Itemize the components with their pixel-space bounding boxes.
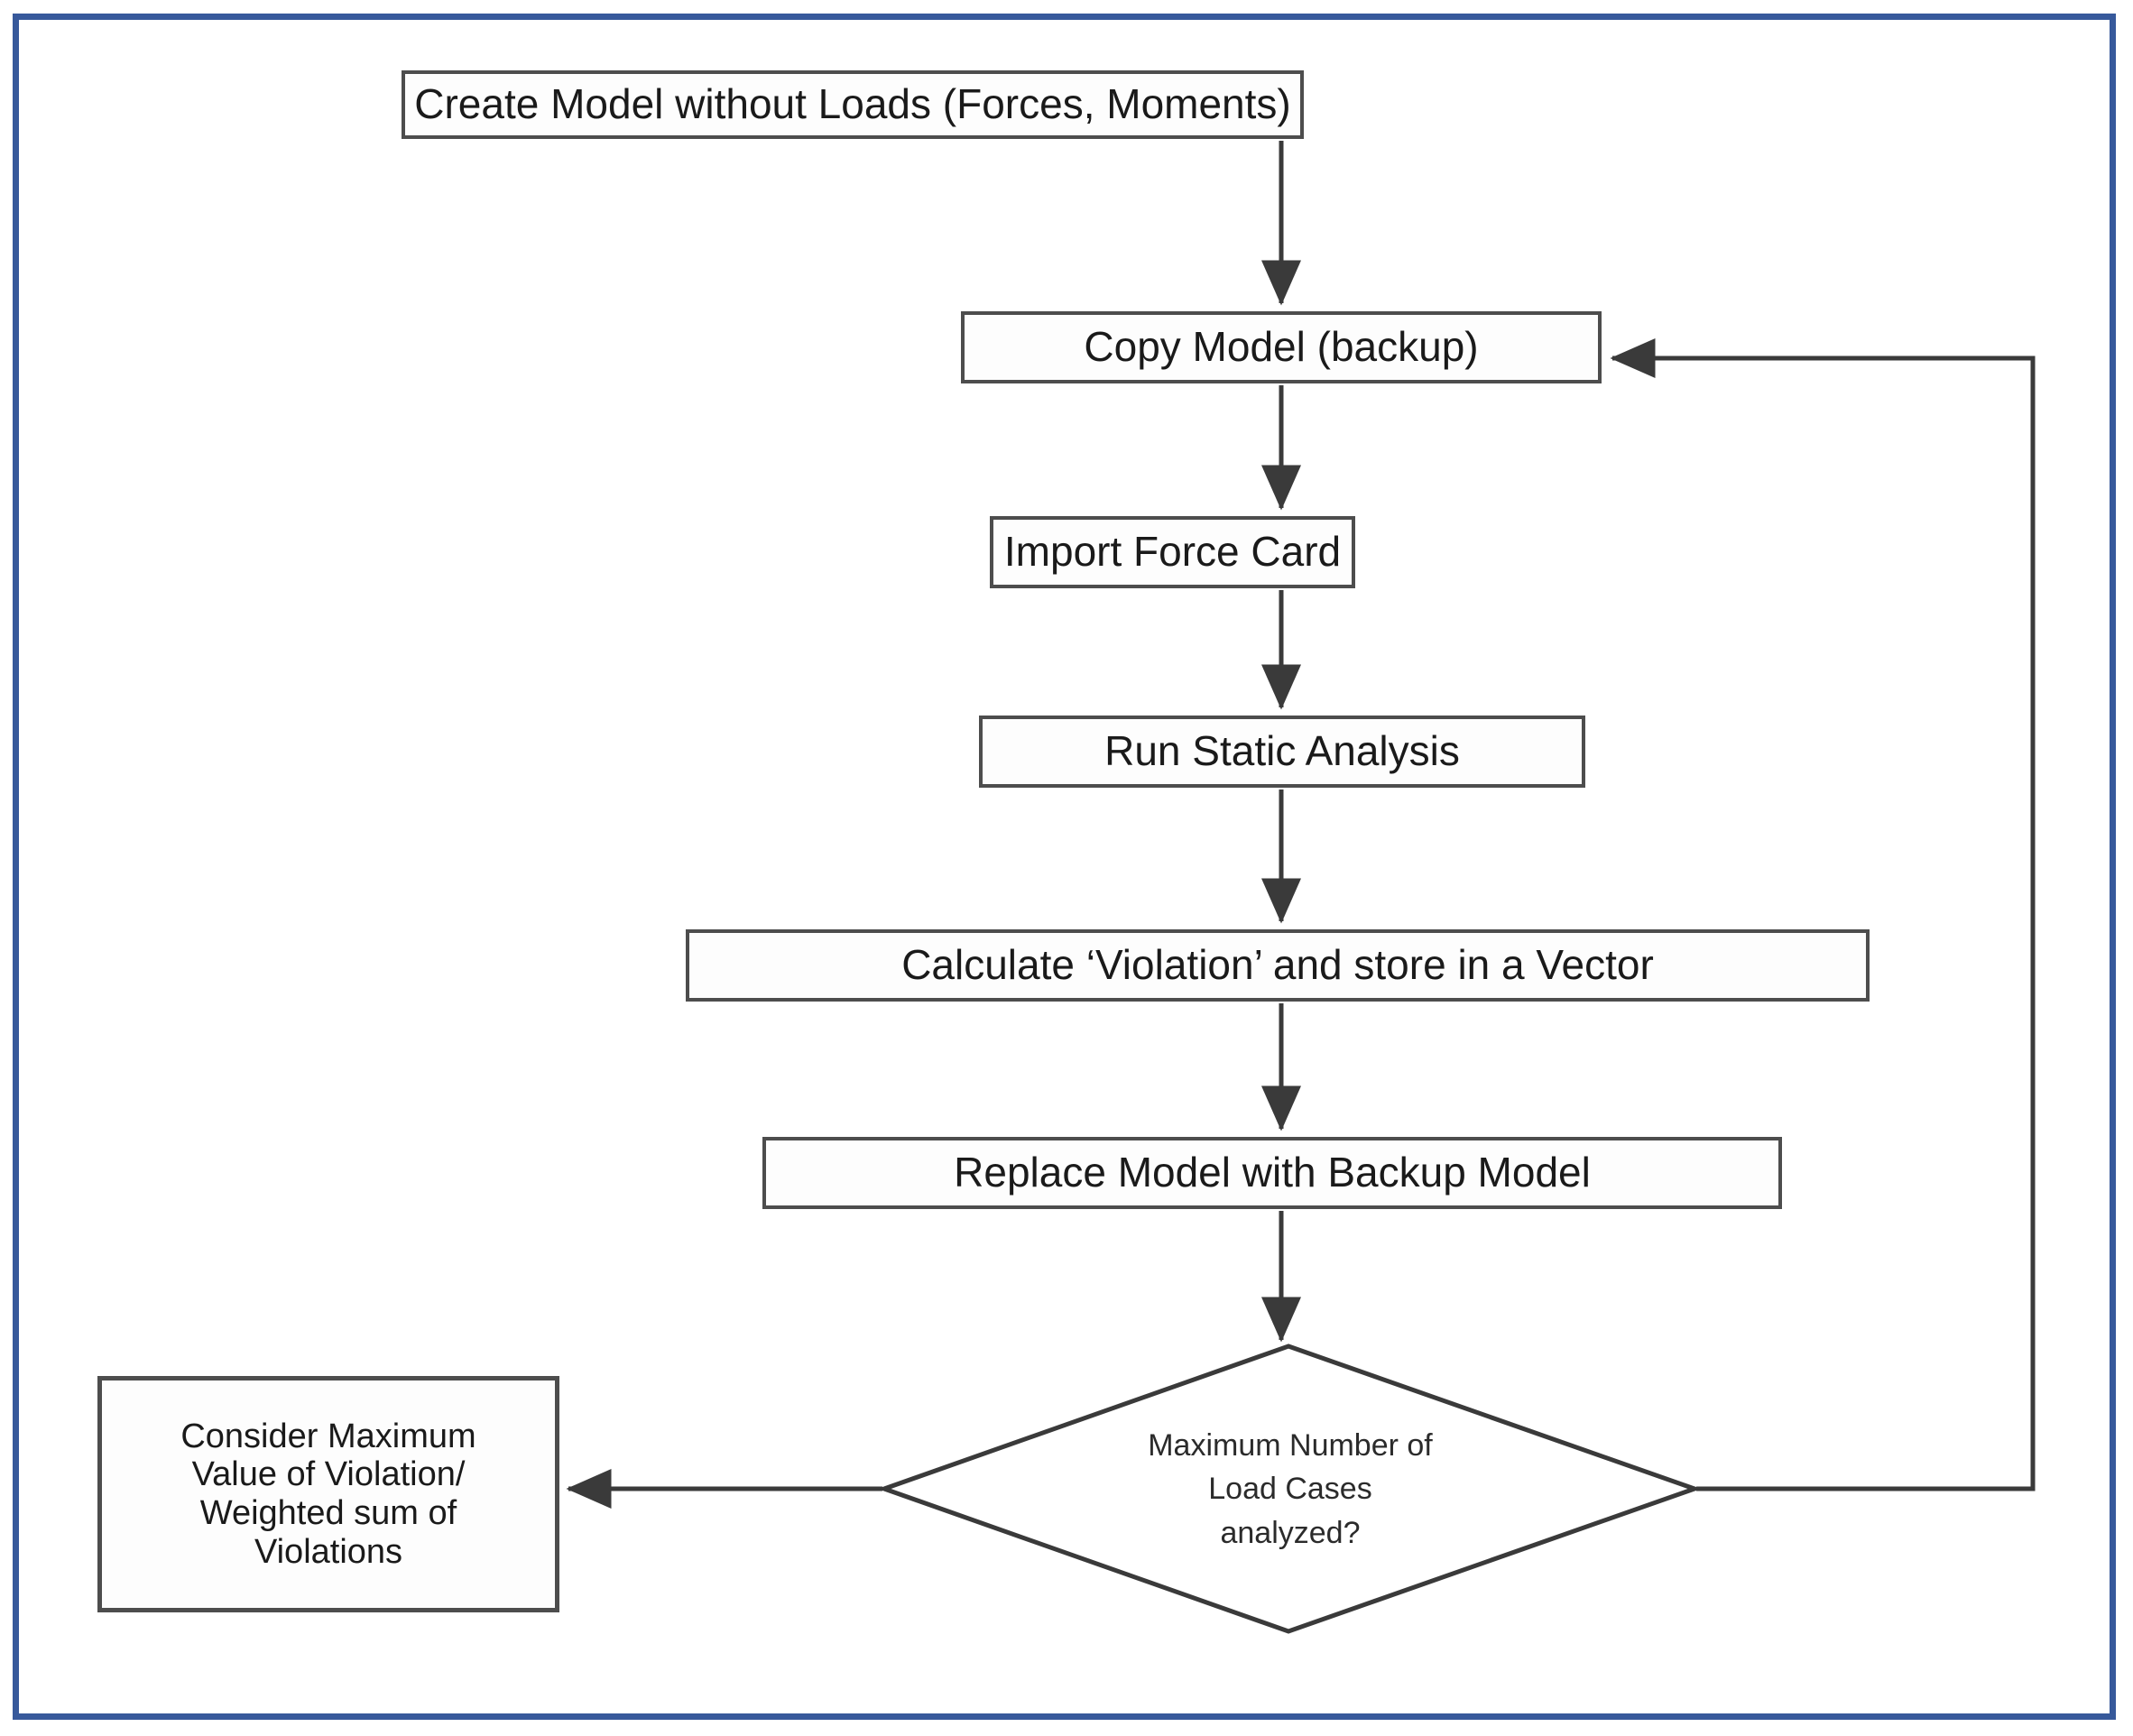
decision-diamond [877, 1344, 1702, 1634]
node-decision-max-load-cases-label: Maximum Number of Load Cases analyzed? [1148, 1428, 1433, 1550]
node-create-model-label: Create Model without Loads (Forces, Mome… [414, 80, 1291, 128]
edge-decision-to-copy-loop [1610, 338, 2036, 1491]
node-copy-model[interactable]: Copy Model (backup) [961, 311, 1602, 383]
node-calculate-violation[interactable]: Calculate ‘Violation’ and store in a Vec… [686, 929, 1870, 1002]
page-frame-inner-border [22, 23, 2107, 1711]
node-run-static-analysis[interactable]: Run Static Analysis [979, 716, 1585, 788]
node-consider-maximum-violation[interactable]: Consider Maximum Value of Violation/ Wei… [97, 1376, 559, 1612]
node-import-force-card[interactable]: Import Force Card [990, 516, 1355, 588]
node-replace-model-with-backup[interactable]: Replace Model with Backup Model [762, 1137, 1782, 1209]
node-calculate-violation-label: Calculate ‘Violation’ and store in a Vec… [901, 941, 1654, 989]
node-import-force-card-label: Import Force Card [1003, 528, 1342, 576]
node-replace-model-with-backup-label: Replace Model with Backup Model [954, 1149, 1591, 1196]
page-frame-border [13, 14, 2116, 1720]
node-run-static-analysis-label: Run Static Analysis [1104, 727, 1460, 775]
node-copy-model-label: Copy Model (backup) [1084, 323, 1479, 371]
node-consider-maximum-violation-label: Consider Maximum Value of Violation/ Wei… [180, 1417, 476, 1571]
node-create-model[interactable]: Create Model without Loads (Forces, Mome… [402, 70, 1304, 139]
